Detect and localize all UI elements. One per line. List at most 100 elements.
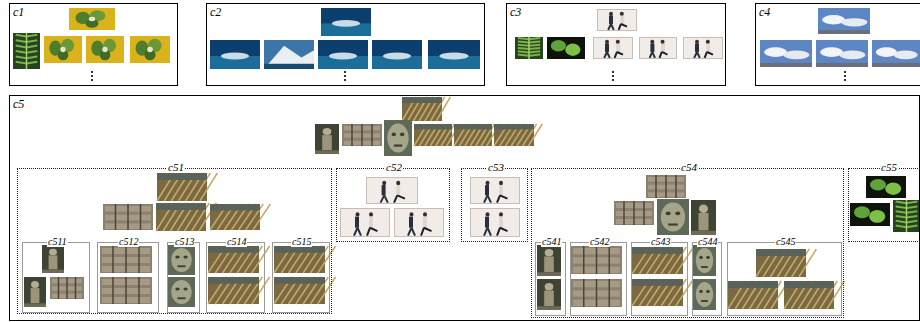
ellipsis-mark — [344, 71, 346, 81]
thumbnail-image — [454, 124, 500, 146]
thumbnail-image — [208, 277, 270, 304]
cluster-label: c4 — [759, 6, 770, 18]
cluster-label: c512 — [118, 237, 139, 247]
subcluster-box: c55 — [848, 168, 920, 242]
thumbnail-image — [893, 200, 920, 232]
thumbnail-image — [100, 277, 152, 304]
thumbnail-image — [784, 281, 844, 309]
thumbnail-image — [756, 249, 816, 277]
thumbnail-image — [547, 37, 585, 59]
leaf-cluster-box: c543 — [631, 242, 688, 316]
thumbnail-image — [274, 246, 336, 273]
thumbnail-image — [850, 203, 890, 226]
cluster-label: c514 — [226, 237, 247, 247]
subcluster-box: c51c511c512c513c514c515 — [17, 168, 332, 314]
thumbnail-image — [366, 177, 418, 204]
thumbnail-image — [597, 9, 637, 31]
thumbnail-image — [632, 247, 694, 274]
leaf-cluster-box: c544 — [692, 242, 722, 316]
thumbnail-image — [13, 33, 40, 69]
cluster-label: c541 — [541, 237, 562, 247]
cluster-box: c2 — [206, 3, 485, 86]
cluster-label: c54 — [680, 162, 698, 173]
cluster-label: c55 — [880, 162, 898, 173]
cluster-label: c1 — [13, 6, 24, 18]
thumbnail-image — [168, 277, 195, 307]
thumbnail-image — [537, 279, 561, 310]
thumbnail-image — [342, 124, 382, 146]
thumbnail-image — [69, 8, 115, 30]
thumbnail-image — [157, 173, 217, 201]
thumbnail-image — [691, 200, 716, 235]
thumbnail-image — [428, 40, 480, 69]
cluster-box: c4 — [755, 3, 920, 86]
thumbnail-image — [414, 124, 460, 146]
ellipsis-mark — [844, 71, 846, 81]
thumbnail-image — [24, 277, 46, 307]
cluster-box: c5c51c511c512c513c514c515c52c53c54c541c5… — [9, 95, 920, 321]
leaf-cluster-box: c545 — [727, 242, 842, 316]
cluster-box: c3 — [506, 3, 726, 86]
thumbnail-image — [693, 245, 716, 276]
subcluster-box: c53 — [461, 168, 528, 242]
thumbnail-image — [614, 201, 654, 225]
cluster-label: c511 — [47, 237, 68, 247]
thumbnail-image — [693, 279, 716, 310]
thumbnail-image — [394, 208, 444, 237]
subcluster-box: c52 — [336, 168, 450, 242]
thumbnail-image — [402, 97, 450, 121]
leaf-cluster-box: c511 — [22, 242, 90, 313]
cluster-label: c544 — [697, 237, 718, 247]
thumbnail-image — [86, 36, 124, 63]
cluster-label: c545 — [775, 237, 796, 247]
thumbnail-image — [760, 40, 812, 67]
leaf-cluster-box: c515 — [272, 242, 330, 313]
leaf-cluster-box: c542 — [570, 242, 627, 316]
thumbnail-image — [646, 175, 686, 198]
thumbnail-image — [208, 246, 270, 273]
thumbnail-image — [210, 40, 260, 69]
leaf-cluster-box: c541 — [535, 242, 566, 316]
leaf-cluster-box: c513 — [167, 242, 200, 313]
thumbnail-image — [470, 177, 520, 204]
thumbnail-image — [274, 277, 336, 304]
thumbnail-image — [632, 279, 694, 306]
thumbnail-image — [100, 246, 152, 273]
thumbnail-image — [571, 279, 622, 307]
cluster-box: c1 — [9, 3, 178, 86]
cluster-label: c5 — [13, 98, 24, 110]
thumbnail-image — [728, 281, 788, 309]
thumbnail-image — [515, 37, 543, 59]
thumbnail-image — [818, 8, 870, 34]
cluster-label: c3 — [510, 6, 521, 18]
thumbnail-image — [315, 124, 339, 154]
cluster-label: c53 — [487, 162, 505, 173]
thumbnail-image — [866, 176, 906, 198]
thumbnail-image — [470, 208, 520, 237]
subcluster-box: c54c541c542c543c544c545 — [531, 168, 844, 318]
thumbnail-image — [872, 40, 920, 67]
cluster-label: c513 — [174, 237, 195, 247]
thumbnail-image — [494, 124, 542, 146]
thumbnail-image — [340, 208, 390, 237]
ellipsis-mark — [91, 71, 93, 81]
thumbnail-image — [103, 204, 153, 230]
thumbnail-image — [321, 8, 371, 36]
thumbnail-image — [593, 37, 633, 59]
thumbnail-image — [384, 120, 412, 156]
thumbnail-image — [657, 199, 689, 235]
thumbnail-image — [264, 40, 314, 69]
thumbnail-image — [50, 277, 84, 299]
cluster-label: c542 — [589, 237, 610, 247]
thumbnail-image — [571, 246, 622, 274]
thumbnail-image — [372, 40, 422, 69]
cluster-label: c515 — [291, 237, 312, 247]
thumbnail-image — [318, 40, 368, 69]
cluster-label: c52 — [385, 162, 403, 173]
cluster-label: c543 — [650, 237, 671, 247]
cluster-label: c51 — [167, 162, 185, 173]
leaf-cluster-box: c514 — [206, 242, 265, 313]
thumbnail-image — [42, 245, 64, 273]
